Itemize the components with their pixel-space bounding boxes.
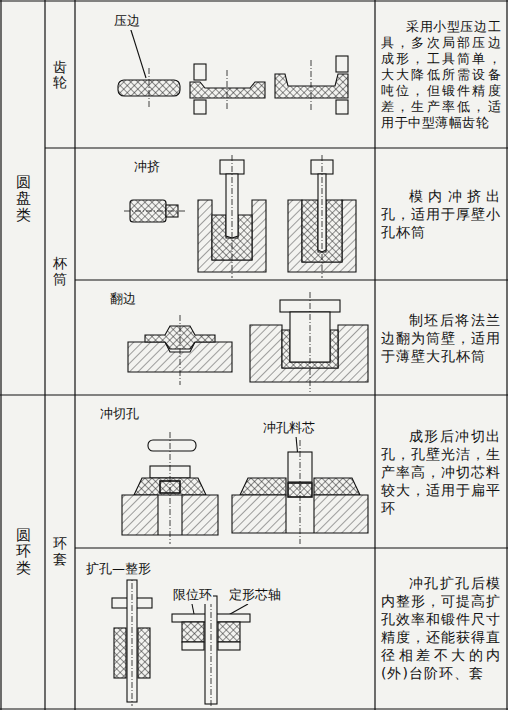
ring-hole-piercing	[122, 432, 368, 544]
cup-flanging-part-part	[180, 315, 181, 385]
cup-punch-extrusion-part	[124, 155, 322, 278]
ring-expand-sizing-part	[218, 642, 240, 650]
table-grid-part	[0, 0, 508, 1]
ring-expand-sizing-part	[182, 622, 204, 642]
method-figure-cell: 压边	[75, 2, 375, 148]
method-label: 冲挤	[133, 158, 161, 176]
gear-edge-pressing-part-part	[149, 68, 150, 108]
ring-hole-piercing-part	[314, 478, 360, 495]
method-figure-cell: 冲切孔	[75, 395, 375, 548]
category-cell: 圆盘类	[2, 2, 45, 395]
gear-edge-pressing-part	[149, 60, 311, 110]
gear-edge-pressing-part	[336, 100, 348, 114]
description-text: 模内冲挤出孔，适用于厚壁小孔杯筒	[381, 187, 501, 241]
gear-edge-pressing	[118, 27, 348, 114]
ring-hole-piercing-part-part	[300, 440, 301, 544]
table-grid-part	[44, 0, 45, 710]
description-text: 冲孔扩孔后模内整形，可提高扩孔效率和锻件尺寸精度，还能获得直径相差不大的内(外)…	[381, 574, 501, 682]
table-grid-part	[0, 394, 508, 395]
cup-flanging-part-part	[310, 292, 311, 392]
description-cell: 冲孔扩孔后模内整形，可提高扩孔效率和锻件尺寸精度，还能获得直径相差不大的内(外)…	[375, 548, 507, 708]
gear-edge-pressing-part	[275, 74, 348, 98]
gear-edge-pressing-part	[336, 56, 348, 72]
gear-edge-pressing-part	[130, 27, 146, 78]
cup-flanging	[128, 292, 368, 392]
description-cell: 制坯后将法兰边翻为筒壁，适用于薄壁大孔杯筒	[375, 280, 507, 395]
method-label: 翻边	[109, 290, 137, 308]
category-label: 环套	[53, 536, 67, 567]
gear-edge-pressing-part	[194, 64, 206, 80]
category-label: 圆盘类	[16, 174, 31, 224]
ring-expand-sizing-part-part	[132, 572, 133, 706]
part-label: 定形芯轴	[228, 586, 282, 604]
category-label: 圆环类	[16, 527, 31, 577]
method-label: 扩孔—整形	[85, 560, 152, 578]
table-grid-part	[75, 547, 508, 548]
method-figure-cell: 翻边	[75, 280, 375, 395]
table-grid-part	[74, 0, 75, 710]
ring-expand-sizing-part	[192, 604, 194, 614]
table-grid-part	[506, 0, 507, 710]
ring-hole-piercing-part	[170, 432, 300, 544]
ring-expand-sizing-part-part	[211, 590, 212, 706]
ring-hole-piercing-part	[148, 440, 196, 451]
category-cell: 圆环类	[2, 395, 45, 708]
gear-edge-pressing-part-part	[227, 70, 228, 110]
table-grid-part	[0, 708, 508, 709]
ring-expand-sizing-part	[182, 642, 204, 650]
subcategory-cell: 齿轮	[45, 2, 75, 148]
ring-hole-piercing-part-part	[170, 432, 171, 544]
cup-punch-extrusion	[124, 155, 356, 278]
ring-expand-sizing-part	[114, 628, 126, 678]
subcategory-cell: 环套	[45, 395, 75, 708]
category-label: 齿轮	[53, 60, 67, 91]
table-grid-part	[75, 279, 508, 280]
description-cell: 模内冲挤出孔，适用于厚壁小孔杯筒	[375, 148, 507, 280]
cup-punch-extrusion-part-part	[232, 155, 233, 278]
part-label: 限位环	[172, 586, 213, 604]
subcategory-cell: 杯筒	[45, 148, 75, 395]
description-text: 成形后冲切出孔，孔壁光洁，生产率高，冲切芯料较大，适用于扁平环	[381, 427, 501, 517]
gear-edge-pressing-part	[194, 100, 206, 114]
method-figure-cell: 冲挤	[75, 148, 375, 280]
cup-punch-extrusion-part-part	[124, 211, 186, 212]
description-text: 制坯后将法兰边翻为筒壁，适用于薄壁大孔杯筒	[381, 311, 501, 365]
method-label: 冲切孔	[99, 405, 140, 423]
cup-punch-extrusion-part-part	[322, 155, 323, 278]
part-label: 冲孔料芯	[262, 419, 316, 437]
table-grid-part	[0, 0, 1, 710]
cup-punch-extrusion-part	[226, 174, 238, 238]
description-cell: 采用小型压边工具，多次局部压边成形，工具简单，大大降低所需设备吨位，但锻件精度差…	[375, 2, 507, 148]
table-grid-part	[45, 147, 508, 148]
gear-edge-pressing-part	[190, 82, 265, 98]
method-figure-cell: 扩孔—整形	[75, 548, 375, 708]
description-text: 采用小型压边工具，多次局部压边成形，工具简单，大大降低所需设备吨位，但锻件精度差…	[381, 19, 501, 131]
cup-flanging-part	[180, 292, 310, 392]
ring-hole-piercing-part	[240, 478, 286, 495]
table-grid-part	[374, 0, 375, 710]
description-cell: 成形后冲切出孔，孔壁光洁，生产率高，冲切芯料较大，适用于扁平环	[375, 395, 507, 548]
ring-expand-sizing-part	[138, 628, 150, 678]
method-label: 压边	[113, 12, 141, 30]
ring-expand-sizing-part	[218, 622, 240, 642]
gear-edge-pressing-part-part	[311, 60, 312, 110]
category-label: 杯筒	[53, 256, 67, 287]
